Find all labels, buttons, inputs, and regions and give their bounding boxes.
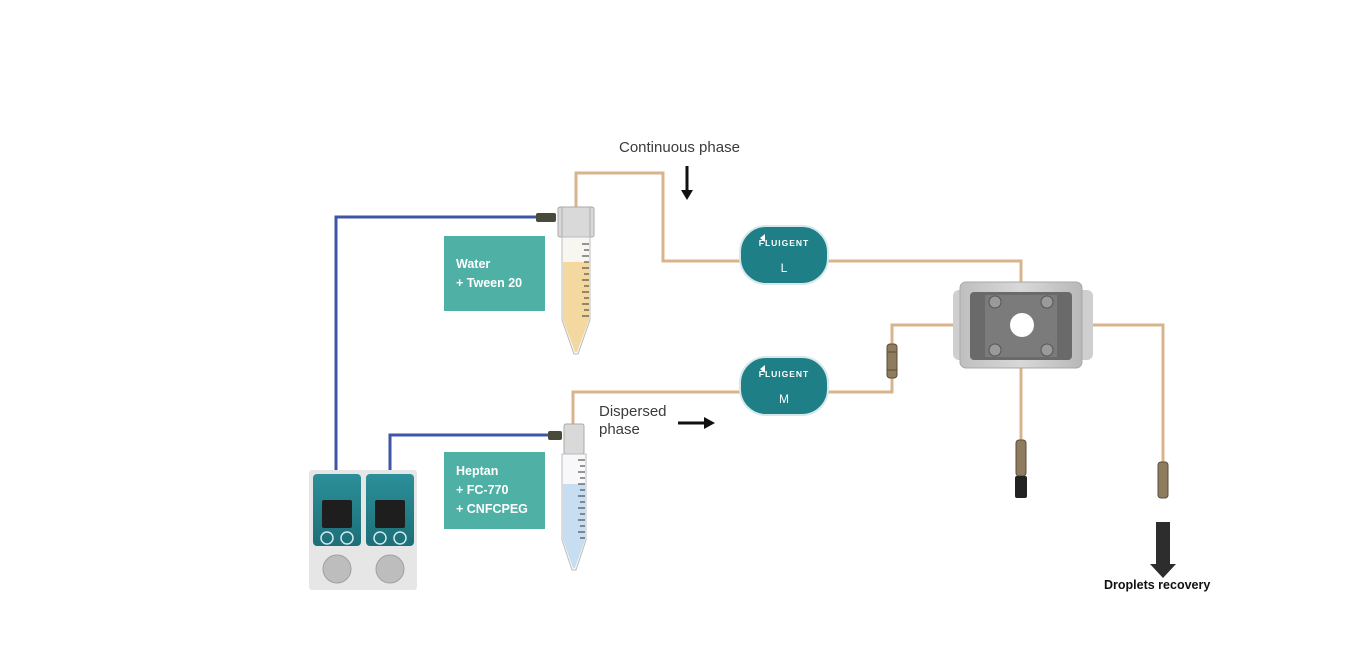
reservoir-label-oil: Heptan + FC-770 + CNFCPEG <box>444 452 545 529</box>
air-line-top <box>334 215 536 470</box>
tube-icon <box>548 423 587 571</box>
air-supply-lines <box>334 215 548 470</box>
tube-continuous-in <box>574 171 742 263</box>
tube-outlet-recovery <box>1089 323 1165 463</box>
controller-unit-1 <box>313 474 361 584</box>
droplets-recovery-label: Droplets recovery <box>1104 578 1211 592</box>
recovery-fitting-icon <box>1157 461 1169 499</box>
sensor-size-m: M <box>779 392 789 406</box>
sensor-brand-l: FLUIGENT <box>758 238 810 248</box>
reservoir-line: + Tween 20 <box>456 275 523 290</box>
chip-holder-icon <box>953 281 1093 369</box>
inline-filter-icon <box>886 343 898 379</box>
pressure-controller-icon <box>309 470 417 590</box>
controller-unit-2 <box>366 474 414 584</box>
tube-continuous-chip <box>828 259 1023 283</box>
flow-sensor-icon <box>739 356 829 416</box>
air-line-bottom <box>388 433 548 470</box>
recovery-arrow-icon <box>1150 522 1176 578</box>
reservoir-line: Heptan <box>456 464 499 478</box>
sensor-brand-m: FLUIGENT <box>758 369 810 379</box>
tube-dispersed-in <box>571 390 742 424</box>
arrow-right-icon <box>678 417 715 429</box>
sensor-size-l: L <box>780 261 788 275</box>
reservoir-line: + CNFCPEG <box>456 502 528 516</box>
dispersed-phase-label-line2: phase <box>599 421 640 438</box>
tube-icon <box>536 206 595 355</box>
continuous-phase-label: Continuous phase <box>619 139 740 156</box>
flow-sensor-icon <box>739 225 829 285</box>
arrow-down-icon <box>681 166 693 200</box>
reservoir-label-aqueous: Water + Tween 20 <box>444 236 545 311</box>
reservoir-line: + FC-770 <box>456 483 509 497</box>
reservoir-line: Water <box>456 256 491 271</box>
waste-outlet-icon <box>1015 439 1027 498</box>
dispersed-phase-label-line1: Dispersed <box>599 403 667 420</box>
